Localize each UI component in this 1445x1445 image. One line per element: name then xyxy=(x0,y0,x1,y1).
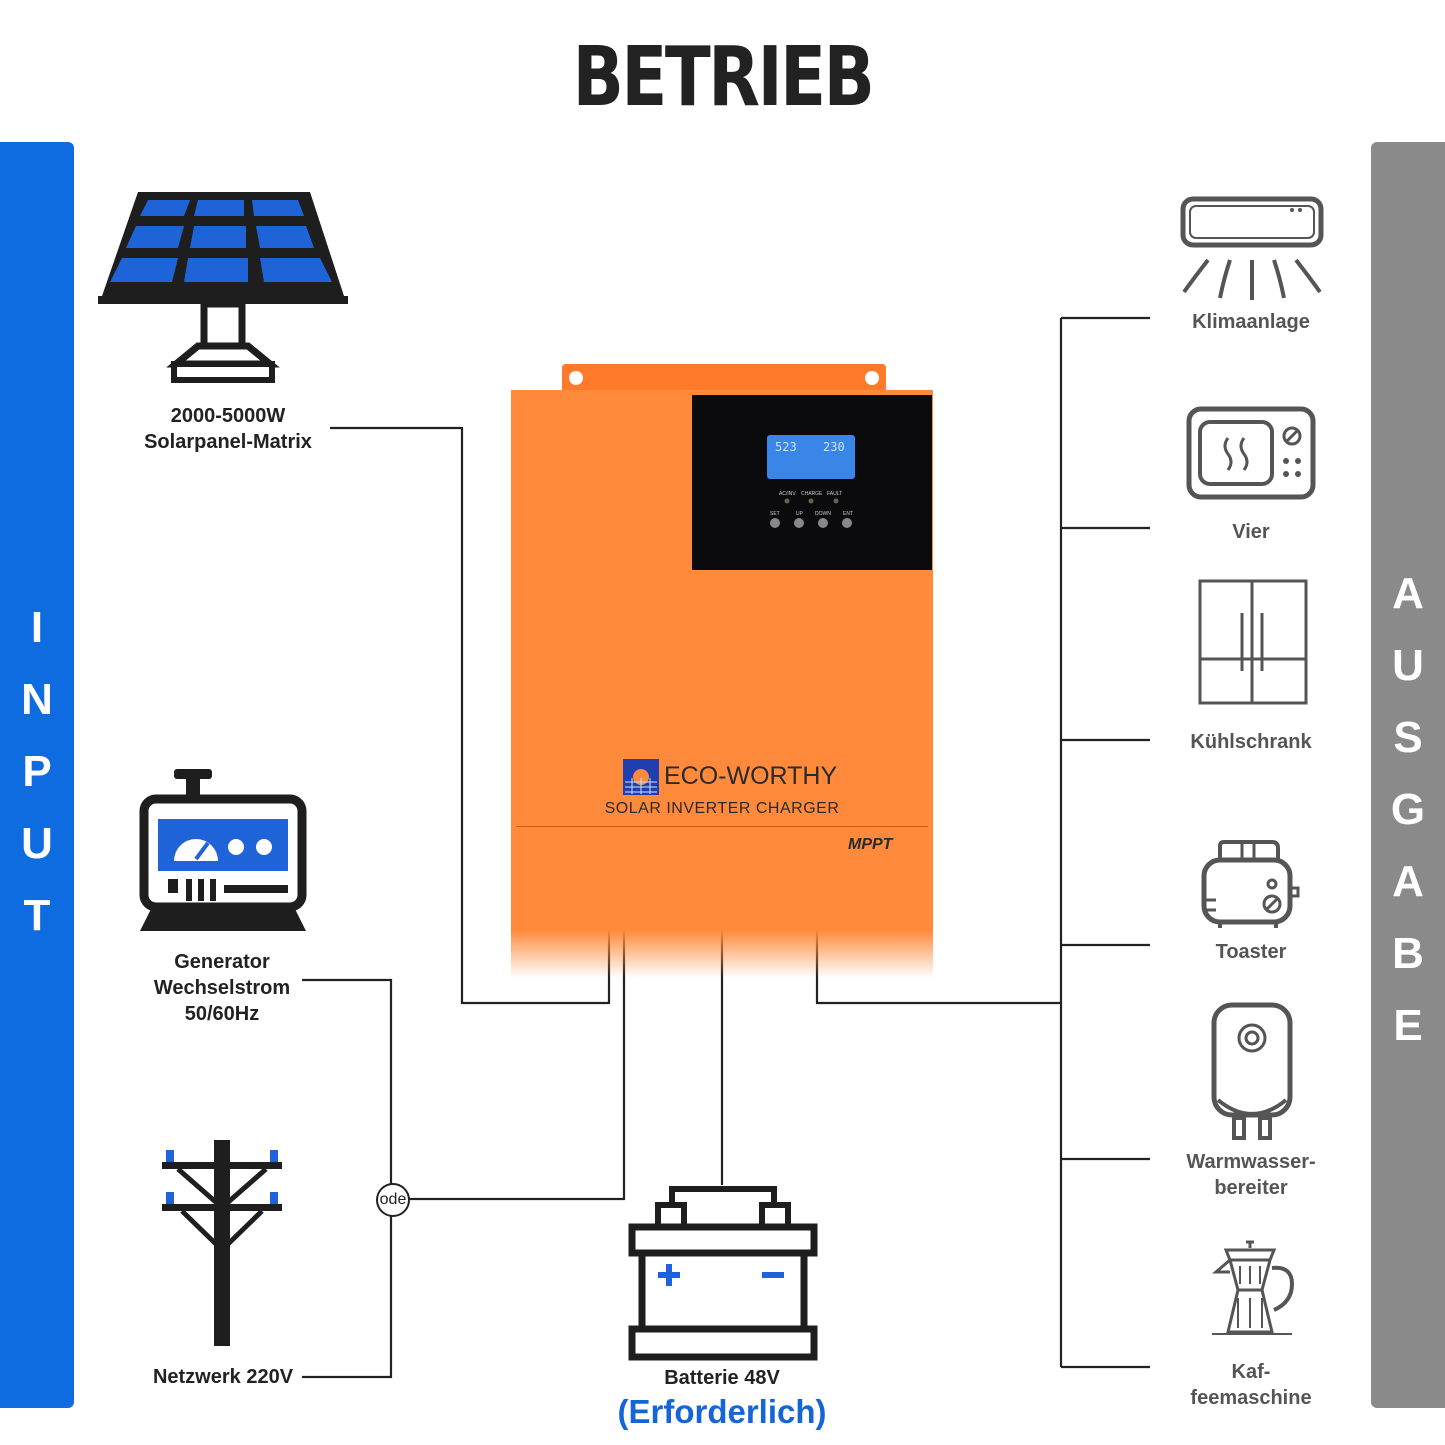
button-label: UP xyxy=(796,511,803,517)
output-label-coffee: Kaf- feemaschine xyxy=(1190,1361,1312,1409)
solar-panel-icon xyxy=(98,192,348,383)
output-label-fridge: Kühlschrank xyxy=(1190,731,1312,753)
generator-icon xyxy=(139,769,307,931)
power-pole-icon xyxy=(162,1140,282,1346)
coffee-maker-icon xyxy=(1211,1240,1295,1335)
mounting-bracket xyxy=(562,364,886,392)
junction-label: ode xyxy=(376,1183,410,1217)
mppt-badge: MPPT xyxy=(848,836,893,853)
lcd-display: 523 230 xyxy=(767,435,855,479)
down-button xyxy=(818,518,828,528)
input-letter: P xyxy=(22,747,52,796)
panel-divider xyxy=(516,826,928,827)
output-banner: A U S G A B E xyxy=(1371,142,1445,1408)
output-label-microwave: Vier xyxy=(1232,521,1270,543)
up-button xyxy=(794,518,804,528)
battery-label: Batterie 48V xyxy=(664,1367,780,1389)
water-heater-icon xyxy=(1211,1002,1293,1140)
set-button xyxy=(770,518,780,528)
brand-name: ECO-WORTHY xyxy=(664,762,838,790)
ent-button xyxy=(842,518,852,528)
indicator-label: CHARGE xyxy=(801,491,823,497)
indicator-label: AC/INV xyxy=(779,491,796,497)
product-subtitle: SOLAR INVERTER CHARGER xyxy=(604,800,840,817)
eco-worthy-logo-icon xyxy=(623,759,659,795)
output-label-water-heater: Warmwasser- bereiter xyxy=(1186,1151,1316,1199)
panel-controls xyxy=(770,498,852,528)
grid-wire xyxy=(406,930,626,1201)
grid-label: Netzwerk 220V xyxy=(152,1366,294,1388)
solar-label: 2000-5000W Solarpanel-Matrix xyxy=(144,405,312,453)
button-label: SET xyxy=(770,511,780,517)
generator-label: Generator Wechselstrom 50/60Hz xyxy=(153,951,291,1025)
toaster-icon xyxy=(1201,840,1300,928)
fault-led xyxy=(833,498,839,504)
output-letter: G xyxy=(1390,785,1426,834)
input-letter: N xyxy=(21,675,53,724)
solar-wire xyxy=(330,426,611,1005)
generator-wire xyxy=(302,978,393,1379)
output-letter: U xyxy=(1392,641,1424,690)
indicator-label: FAULT xyxy=(827,491,843,497)
refrigerator-icon xyxy=(1198,579,1308,705)
input-letter: T xyxy=(23,891,51,940)
ac-inv-led xyxy=(784,498,790,504)
lcd-left-value: 523 xyxy=(775,440,797,454)
page-title: BETRIEB xyxy=(572,30,875,125)
input-letter: U xyxy=(21,819,53,868)
inverter-reflection xyxy=(511,930,933,978)
lcd-right-value: 230 xyxy=(823,440,845,454)
output-letter: S xyxy=(1393,713,1423,762)
output-letter: A xyxy=(1392,569,1424,618)
battery-note: (Erforderlich) xyxy=(617,1393,827,1430)
output-label-toaster: Toaster xyxy=(1215,941,1287,963)
input-banner: I N P U T xyxy=(0,142,74,1408)
control-panel xyxy=(692,395,932,570)
input-letter: I xyxy=(30,603,44,652)
output-letter: A xyxy=(1392,857,1424,906)
charge-led xyxy=(808,498,814,504)
output-letter: E xyxy=(1393,1001,1423,1050)
button-label: ENT xyxy=(843,511,853,517)
output-label-ac: Klimaanlage xyxy=(1192,311,1310,333)
battery-icon xyxy=(628,1186,818,1361)
button-label: DOWN xyxy=(815,511,831,517)
microwave-icon xyxy=(1186,406,1316,500)
air-conditioner-icon xyxy=(1180,196,1324,300)
output-letter: B xyxy=(1392,929,1424,978)
